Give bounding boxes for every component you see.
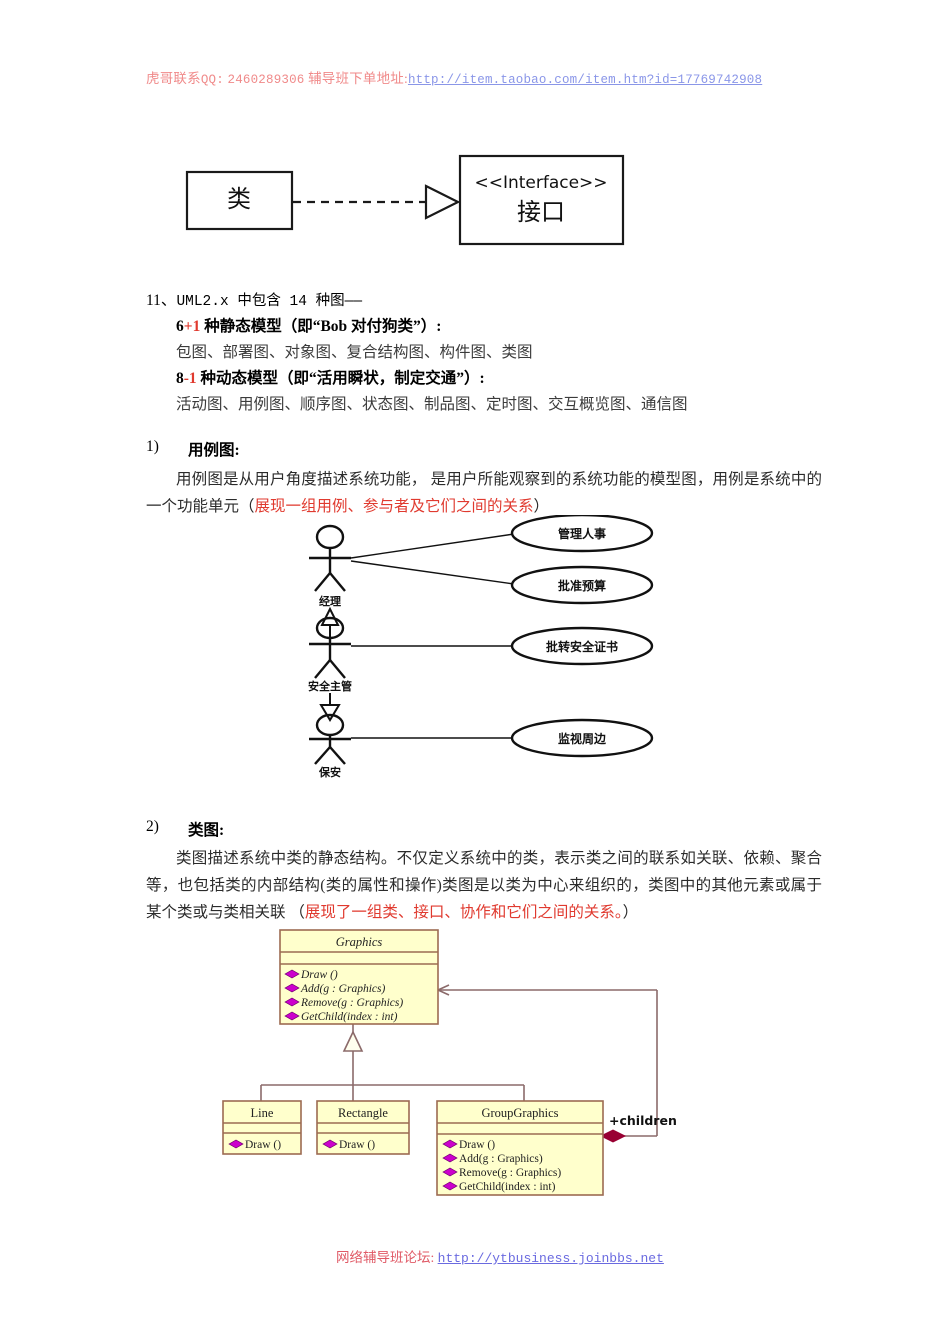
class-body-plain-1: 类图描述系统中类的静态结构。不仅定义系统中的类，表示类之间的联系如关联、依赖、聚… [146,850,822,921]
usecase-label-2: 批准预算 [558,578,606,593]
header-qq-number: 2460289306 [227,73,305,87]
method-line-0: Draw () [245,1139,281,1151]
generalization-arrow-2-icon [319,704,341,722]
dynamic-model-rest: 种动态模型（即“活用瞬状，制定交通”）: [196,370,485,387]
class-section-number: 2) [146,818,159,835]
composition-diamond-icon [599,1129,627,1143]
method-group-3: GetChild(index : int) [459,1181,556,1193]
method-group-0: Draw () [459,1139,495,1151]
assoc-line-1 [350,533,515,559]
usecase-label-1: 管理人事 [558,526,606,541]
header-label: 虎哥联系 [146,71,201,86]
class-name-line: Line [251,1106,274,1120]
usecase-body-plain-1: 用例图是从用户角度描述系统功能， 是用户所能观察到的系统功能的模型图，用例是系统… [146,471,822,515]
page-header: 虎哥联系QQ: 2460289306 辅导班下单地址:http://item.t… [146,67,762,87]
class-name-rectangle: Rectangle [338,1106,388,1120]
section-11-number: 11、 [146,292,177,309]
actor-security-chief-label: 安全主管 [308,679,352,693]
class-interface-realization-diagram: 类 <<Interface>> 接口 [170,150,640,265]
actor-security-chief [309,616,351,679]
usecase-body-highlight: 展现一组用例、参与者及它们之间的关系 [254,498,534,515]
generalization-triangle-icon [342,1030,364,1052]
interface-name-label: 接口 [517,198,565,226]
section-11-heading: 11、UML2.x 中包含 14 种图—— [146,288,362,315]
interface-stereotype-label: <<Interface>> [474,173,607,193]
usecase-section-title: 用例图: [188,442,240,459]
class-body-highlight: 展现了一组类、接口、协作和它们之间的关系。 [304,904,623,921]
method-group-1: Add(g : Graphics) [459,1153,543,1165]
uml-class-diagram: +children Gra [205,925,685,1215]
class-name-groupgraphics: GroupGraphics [481,1106,558,1120]
interface-box [458,154,625,246]
actor-guard-label: 保安 [318,765,341,779]
page-footer: 网络辅导班论坛: http://ytbusiness.joinbbs.net [336,1246,664,1266]
class-body-plain-2: ） [622,904,639,921]
class-section-body: 类图描述系统中类的静态结构。不仅定义系统中的类，表示类之间的联系如关联、依赖、聚… [146,845,822,926]
actor-guard [309,713,351,765]
usecase-section-number: 1) [146,438,159,455]
realization-svg: 类 <<Interface>> 接口 [185,154,625,246]
usecase-ellipse-2 [510,565,654,605]
class-box-label: 类 [227,185,251,213]
header-taobao-link[interactable]: http://item.taobao.com/item.htm?id=17769… [407,73,763,87]
static-model-items: 包图、部署图、对象图、复合结构图、构件图、类图 [176,344,533,361]
usecase-body-plain-2: ） [533,498,550,515]
usecase-ellipse-1 [510,513,654,553]
method-graphics-3: GetChild(index : int) [301,1011,398,1023]
dynamic-model-heading: 8-1 种动态模型（即“活用瞬状，制定交通”）: [176,366,485,392]
class-box-graphics: Graphics Draw () Add(g : Graphics) Remov… [279,929,439,1025]
class-diagram-svg: +children Gra [222,929,677,1196]
method-graphics-1: Add(g : Graphics) [300,983,385,995]
method-graphics-2: Remove(g : Graphics) [300,997,403,1009]
usecase-ellipse-3 [510,626,654,666]
association-role-label: +children [609,1113,677,1128]
method-rectangle-0: Draw () [339,1139,375,1151]
actor-manager [309,524,351,592]
use-case-svg: 经理 安全主管 [308,513,654,779]
static-model-heading: 6+1 种静态模型（即“Bob 对付狗类”）: [176,314,441,340]
use-case-diagram: 经理 安全主管 [285,513,675,785]
header-order-label: 辅导班下单地址: [308,71,408,86]
section-11-title: UML2.x 中包含 14 种图—— [176,294,363,310]
class-section-title: 类图: [188,822,225,839]
dynamic-model-count: 8 [176,370,184,387]
class-name-graphics: Graphics [336,935,383,949]
actor-manager-label: 经理 [319,594,341,608]
static-model-count: 6 [176,318,184,335]
static-model-plus: +1 [183,318,201,335]
class-box-rectangle: Rectangle Draw () [316,1100,410,1155]
usecase-ellipse-4 [510,718,654,758]
generalization-tree [260,1023,525,1101]
class-box [185,170,294,231]
composition-arrowhead-icon [437,984,450,996]
assoc-line-2 [350,560,515,585]
method-graphics-0: Draw () [300,969,338,981]
dynamic-model-minus: -1 [183,370,197,387]
usecase-section-body: 用例图是从用户角度描述系统功能， 是用户所能观察到的系统功能的模型图，用例是系统… [146,466,822,520]
class-box-line: Line Draw () [222,1100,302,1155]
static-model-rest: 种静态模型（即“Bob 对付狗类”）: [200,318,442,335]
footer-forum-link[interactable]: http://ytbusiness.joinbbs.net [437,1251,664,1266]
usecase-label-3: 批转安全证书 [546,639,618,654]
usecase-label-4: 监视周边 [558,731,607,746]
class-box-groupgraphics: GroupGraphics Draw () Add(g : Graphics) … [436,1100,604,1196]
dynamic-model-items: 活动图、用例图、顺序图、状态图、制品图、定时图、交互概览图、通信图 [176,396,688,413]
footer-label: 网络辅导班论坛: [336,1250,435,1265]
method-group-2: Remove(g : Graphics) [459,1167,561,1179]
realization-arrowhead-icon [424,184,461,220]
header-qq-label: QQ: [200,73,224,87]
